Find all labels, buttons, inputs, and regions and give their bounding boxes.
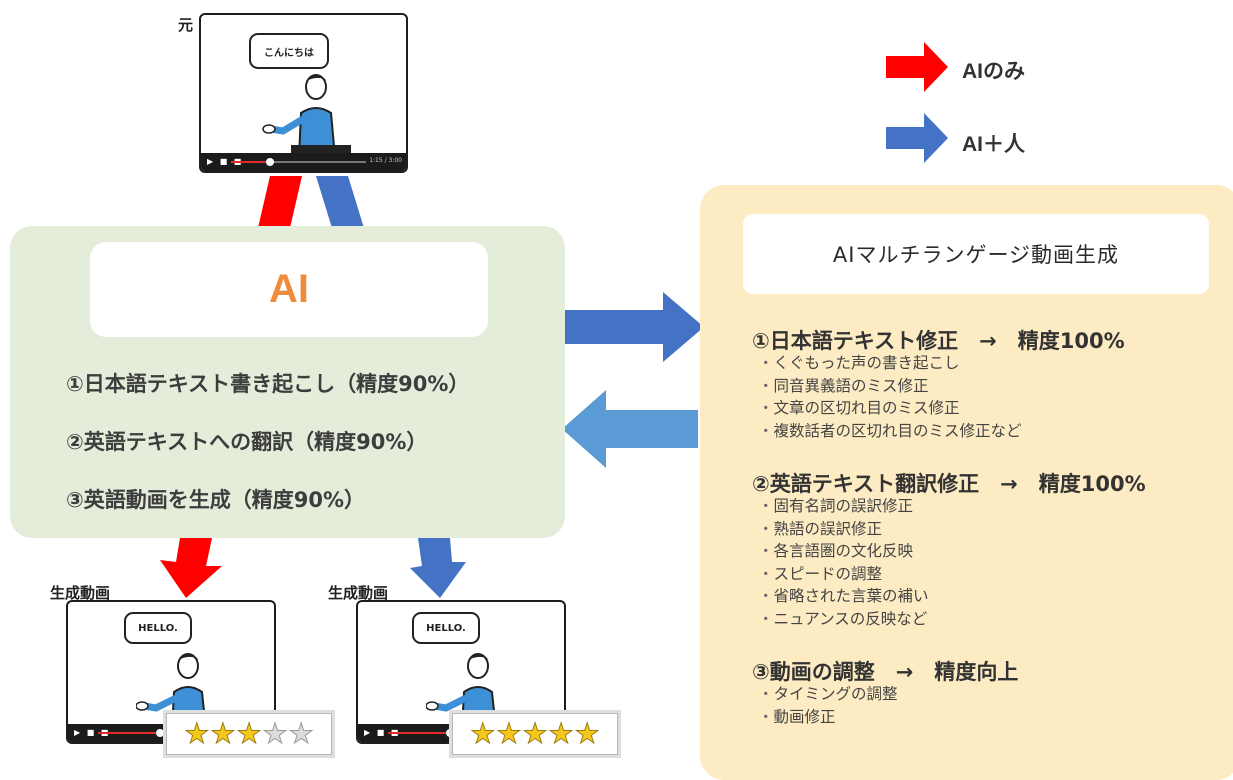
legend-ai-human-label: AI＋人 bbox=[962, 133, 1025, 156]
video-controls[interactable]: ▶ ■ ■ 1:15 / 3:00 bbox=[201, 153, 406, 171]
ai-step-3: ③英語動画を生成（精度90%） bbox=[66, 488, 366, 512]
ai-title-box: AI bbox=[90, 242, 488, 337]
list-item: 各言語圏の文化反映 bbox=[758, 540, 929, 563]
list-item: 熟語の誤訳修正 bbox=[758, 518, 929, 541]
section-heading-3: ③動画の調整 → 精度向上 bbox=[752, 660, 1019, 684]
source-video-label: 元 bbox=[178, 16, 194, 34]
list-item: ニュアンスの反映など bbox=[758, 608, 929, 631]
section-list-2: 固有名詞の誤訳修正 熟語の誤訳修正 各言語圏の文化反映 スピードの調整 省略され… bbox=[758, 495, 929, 631]
ai-step-1: ①日本語テキスト書き起こし（精度90%） bbox=[66, 372, 470, 396]
red-connector-top bbox=[258, 176, 302, 228]
person-illustration bbox=[262, 74, 351, 157]
star-filled-icon: ★ bbox=[470, 717, 496, 750]
right-title-box: AIマルチランゲージ動画生成 bbox=[743, 214, 1209, 294]
blue-connector-top bbox=[316, 176, 364, 228]
star-empty-icon: ★ bbox=[288, 717, 314, 750]
section-heading-2: ②英語テキスト翻訳修正 → 精度100% bbox=[752, 472, 1146, 496]
star-filled-icon: ★ bbox=[236, 717, 262, 750]
star-filled-icon: ★ bbox=[574, 717, 600, 750]
list-item: 複数話者の区切れ目のミス修正など bbox=[758, 420, 1022, 443]
list-item: 省略された言葉の補い bbox=[758, 585, 929, 608]
star-filled-icon: ★ bbox=[522, 717, 548, 750]
generated-video-label-1: 生成動画 bbox=[50, 584, 111, 602]
blue-arrow-left bbox=[562, 390, 698, 468]
list-item: 固有名詞の誤訳修正 bbox=[758, 495, 929, 518]
section-heading-1: ①日本語テキスト修正 → 精度100% bbox=[752, 329, 1125, 353]
play-icon[interactable]: ▶ ■ ■ bbox=[207, 157, 244, 166]
list-item: 同音異義語のミス修正 bbox=[758, 375, 1022, 398]
star-filled-icon: ★ bbox=[184, 717, 210, 750]
right-panel-title: AIマルチランゲージ動画生成 bbox=[832, 243, 1120, 267]
list-item: 動画修正 bbox=[758, 706, 898, 729]
blue-arrow-down bbox=[410, 538, 466, 598]
legend-blue-arrow bbox=[886, 113, 948, 163]
list-item: くぐもった声の書き起こし bbox=[758, 352, 1022, 375]
section-list-1: くぐもった声の書き起こし 同音異義語のミス修正 文章の区切れ目のミス修正 複数話… bbox=[758, 352, 1022, 442]
rating-stars-2: ★★★★★ bbox=[452, 713, 618, 755]
list-item: タイミングの調整 bbox=[758, 683, 898, 706]
red-arrow-down bbox=[160, 538, 222, 598]
speech-bubble-hello-1: HELLO. bbox=[124, 612, 192, 644]
list-item: スピードの調整 bbox=[758, 563, 929, 586]
source-video-thumbnail[interactable]: こんにちは ▶ ■ ■ 1:15 / 3:00 bbox=[199, 13, 408, 173]
star-filled-icon: ★ bbox=[210, 717, 236, 750]
blue-arrow-right bbox=[565, 292, 704, 362]
star-filled-icon: ★ bbox=[548, 717, 574, 750]
ai-title: AI bbox=[269, 267, 309, 311]
section-list-3: タイミングの調整 動画修正 bbox=[758, 683, 898, 728]
legend-ai-only-label: AIのみ bbox=[962, 60, 1025, 83]
legend-red-arrow bbox=[886, 42, 948, 92]
speech-bubble-hello-2: HELLO. bbox=[412, 612, 480, 644]
speech-bubble: こんにちは bbox=[249, 33, 329, 69]
list-item: 文章の区切れ目のミス修正 bbox=[758, 397, 1022, 420]
play-icon[interactable]: ▶ ■ ■ bbox=[74, 728, 111, 737]
star-empty-icon: ★ bbox=[262, 717, 288, 750]
play-icon[interactable]: ▶ ■ ■ bbox=[364, 728, 401, 737]
star-filled-icon: ★ bbox=[496, 717, 522, 750]
generated-video-label-2: 生成動画 bbox=[328, 584, 389, 602]
video-time: 1:15 / 3:00 bbox=[369, 157, 402, 164]
rating-stars-1: ★★★★★ bbox=[166, 713, 332, 755]
ai-step-2: ②英語テキストへの翻訳（精度90%） bbox=[66, 430, 428, 454]
